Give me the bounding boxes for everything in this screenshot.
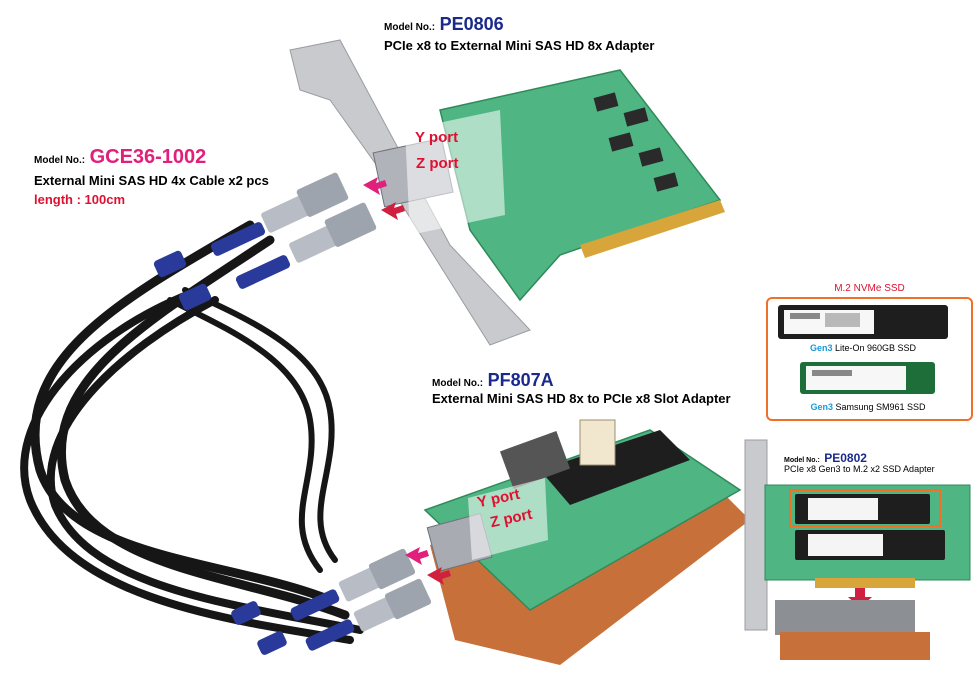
arrow-to-pf807a <box>405 547 451 585</box>
pe0806-y-port-label: Y port <box>415 129 459 146</box>
pe0802-model-prefix: Model No.: <box>784 457 820 464</box>
gce36-length: length : 100cm <box>34 192 126 207</box>
pe0802-description: PCIe x8 Gen3 to M.2 x2 SSD Adapter <box>784 464 935 474</box>
gce36-label: Model No.: GCE36-1002 <box>34 146 206 169</box>
ssd-item-1: Gen3 Lite-On 960GB SSD <box>778 343 948 353</box>
ssd-images <box>778 305 948 394</box>
pf807a-model-number: PF807A <box>487 370 554 390</box>
cable-connector-top-2 <box>178 202 377 311</box>
pe0806-model-number: PE0806 <box>439 14 504 34</box>
ssd-item-2-gen: Gen3 <box>810 402 833 412</box>
gce36-model-prefix: Model No.: <box>34 155 86 166</box>
ssd-box <box>766 297 973 421</box>
pf807a-board <box>423 419 750 665</box>
pe0806-card <box>289 39 725 346</box>
ssd-box-title: M.2 NVMe SSD <box>834 283 905 294</box>
pf807a-model-prefix: Model No.: <box>432 378 484 389</box>
cable-connector-top-1 <box>153 172 349 278</box>
gce36-description: External Mini SAS HD 4x Cable x2 pcs <box>34 173 269 188</box>
cable-connector-bottom-2 <box>257 578 432 655</box>
pe0806-z-port-label: Z port <box>416 155 459 172</box>
pe0806-label: Model No.: PE0806 <box>384 14 504 35</box>
ssd-item-1-gen: Gen3 <box>809 343 833 353</box>
pe0802-label: Model No.: PE0802 <box>784 449 867 467</box>
gce36-model-number: GCE36-1002 <box>89 146 207 168</box>
pf807a-description: External Mini SAS HD 8x to PCIe x8 Slot … <box>432 391 731 406</box>
pe0802-model-number: PE0802 <box>824 451 867 465</box>
ssd-item-2: Gen3 Samsung SM961 SSD <box>778 402 958 412</box>
pe0802-card <box>744 439 971 660</box>
pe0806-description: PCIe x8 to External Mini SAS HD 8x Adapt… <box>384 38 655 53</box>
pf807a-label: Model No.: PF807A <box>432 370 554 391</box>
ssd-item-1-name: Lite-On 960GB SSD <box>834 343 917 353</box>
ssd-item-2-name: Samsung SM961 SSD <box>835 402 926 412</box>
pe0806-model-prefix: Model No.: <box>384 22 436 33</box>
cable-connector-bottom-1 <box>231 548 416 625</box>
mini-sas-cable-bundle <box>20 220 364 644</box>
arrow-to-pe0806 <box>363 177 405 220</box>
